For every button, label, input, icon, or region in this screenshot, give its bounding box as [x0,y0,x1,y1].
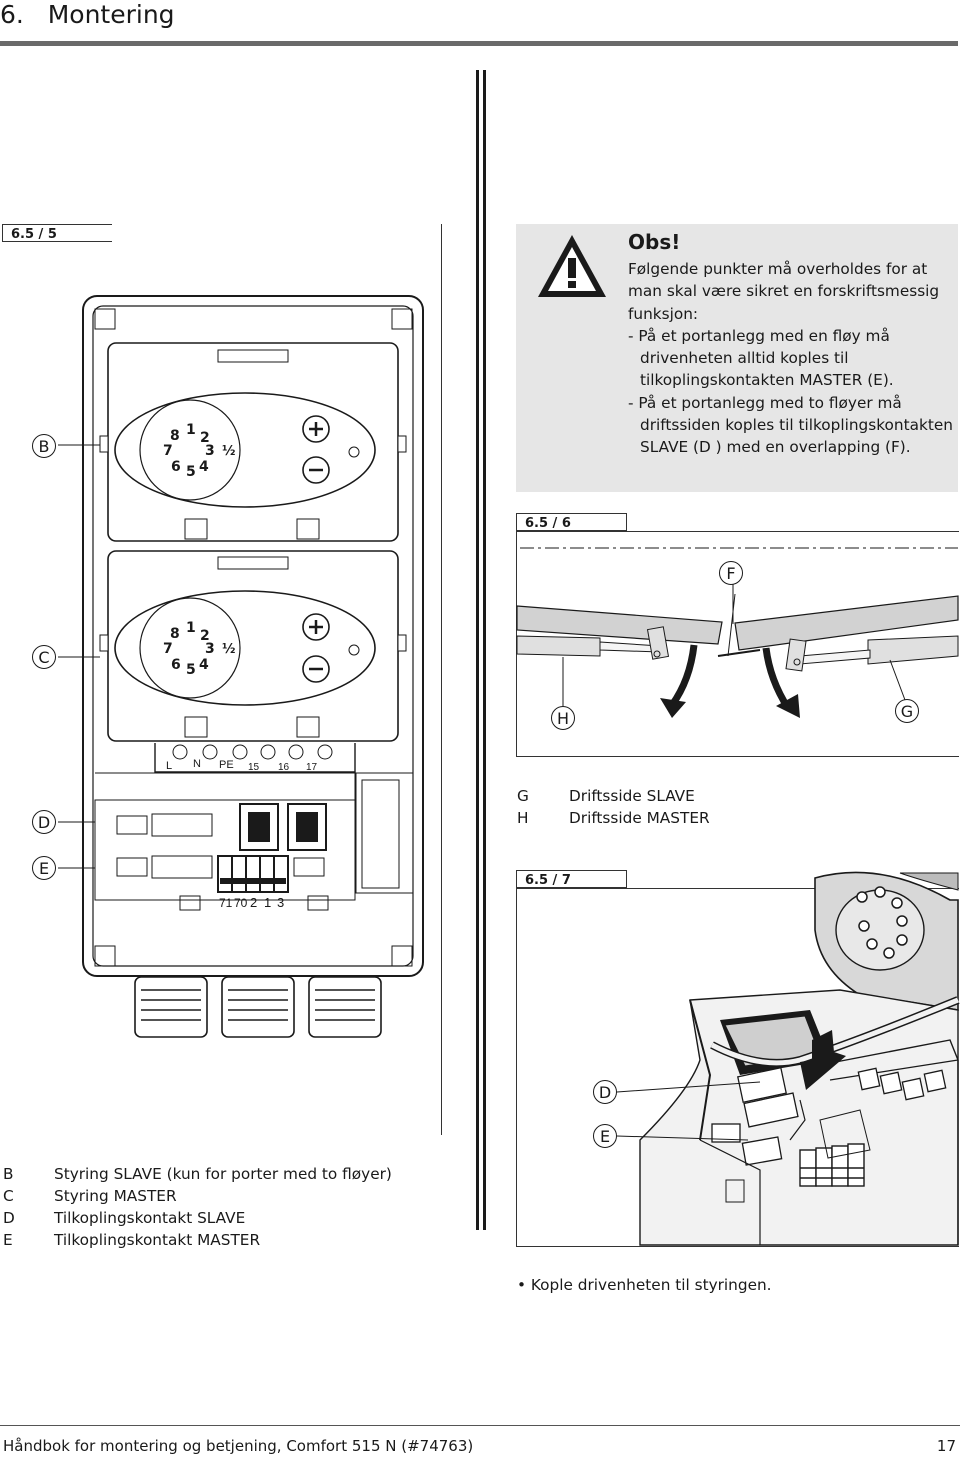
dial-number-5: 5 [186,662,196,678]
callout-d: D [593,1080,617,1104]
dial-number-3: 3 [205,641,215,657]
legend-text: Styring SLAVE (kun for porter med to flø… [54,1165,392,1183]
terminal-label-n: N [193,758,201,770]
main-legend: B Styring SLAVE (kun for porter med to fl… [3,1163,392,1251]
connector-closeup-illustration [616,871,960,1246]
callout-c: C [32,645,56,669]
terminal-label-pe: PE [219,759,234,771]
section-heading: 6. Montering [0,0,175,29]
warning-item-one-wing: - På et portanlegg med en fløy må driven… [628,326,894,390]
legend-row: D Tilkoplingskontakt SLAVE [3,1207,392,1229]
figure-frame-corner [626,513,627,531]
callout-g: G [895,699,919,723]
figure-tag: 6.5 / 5 [2,224,112,242]
section-number: 6. [0,0,24,29]
callout-b: B [32,434,56,458]
legend-key: E [3,1231,13,1249]
dial-number-6: 6 [171,459,181,475]
column-divider-right [483,70,486,1230]
dial-number-2: 2 [200,628,210,644]
dial-number-4: 4 [199,459,209,475]
legend-row: G Driftsside SLAVE [517,785,710,807]
dial-number-7: 7 [163,641,173,657]
warning-item-two-wings: - På et portanlegg med to fløyer må drif… [628,393,953,457]
footer-rule [0,1425,960,1426]
dial-number-1: 1 [186,422,196,438]
dial-number-2: 2 [200,430,210,446]
legend-row: E Tilkoplingskontakt MASTER [3,1229,392,1251]
warning-body: Følgende punkter må overholdes for at ma… [628,258,953,459]
callout-e: E [593,1124,617,1148]
dial-number-8: 8 [170,626,180,642]
figure-frame-corner [441,224,442,242]
gate-overlap-illustration [516,547,959,718]
figure-frame [2,242,442,1135]
dial-number-1: 1 [186,620,196,636]
bullet-dot-icon: • [517,1276,527,1294]
terminal-label-16: 16 [278,762,290,773]
header-rule [0,41,958,46]
legend-text: Tilkoplingskontakt MASTER [54,1231,261,1249]
terminal-label-l: L [166,760,173,772]
warning-triangle-icon [538,235,606,297]
page-number: 17 [936,1437,956,1455]
callout-f: F [719,561,743,585]
callout-d: D [32,810,56,834]
warning-title: Obs! [628,230,681,254]
terminal-label-71: 71 [219,896,233,910]
legend-text: Styring MASTER [54,1187,177,1205]
dial-number-5: 5 [186,464,196,480]
legend-text: Driftsside SLAVE [569,787,695,805]
terminal-label-2: 2 [250,895,258,910]
legend-text: Tilkoplingskontakt SLAVE [54,1209,246,1227]
footer-text: Håndbok for montering og betjening, Comf… [3,1437,474,1455]
dial-number-half: ½ [222,642,236,657]
bullet-text: Kople drivenheten til styringen. [530,1276,772,1294]
section-title: Montering [47,0,175,29]
legend-row: C Styring MASTER [3,1185,392,1207]
legend-text: Driftsside MASTER [569,809,710,827]
fig2-legend: G Driftsside SLAVE H Driftsside MASTER [517,785,710,829]
figure-frame-corner [626,870,627,888]
column-divider-left [476,70,479,1230]
legend-key: C [3,1187,14,1205]
terminal-label-15: 15 [248,762,260,773]
legend-row: H Driftsside MASTER [517,807,710,829]
dial-number-half: ½ [222,444,236,459]
terminal-label-17: 17 [306,762,318,773]
terminal-label-1: 1 [264,895,272,910]
terminal-label-3: 3 [277,895,285,910]
callout-h: H [551,706,575,730]
dial-number-6: 6 [171,657,181,673]
legend-row: B Styring SLAVE (kun for porter med to fl… [3,1163,392,1185]
legend-key: B [3,1165,14,1183]
legend-key: D [3,1209,15,1227]
dial-number-7: 7 [163,443,173,459]
figure-frame [516,888,959,1247]
control-box-illustration [58,295,424,1038]
figure-tag: 6.5 / 6 [516,513,626,531]
dial-number-8: 8 [170,428,180,444]
warning-intro: Følgende punkter må overholdes for at ma… [628,260,940,323]
callout-e: E [32,856,56,880]
figure-tag: 6.5 / 7 [516,870,626,888]
legend-key: G [517,787,529,805]
dial-number-4: 4 [199,657,209,673]
terminal-label-70: 70 [234,896,248,910]
bullet-item: • Kople drivenheten til styringen. [517,1276,772,1294]
legend-key: H [517,809,529,827]
dial-number-3: 3 [205,443,215,459]
